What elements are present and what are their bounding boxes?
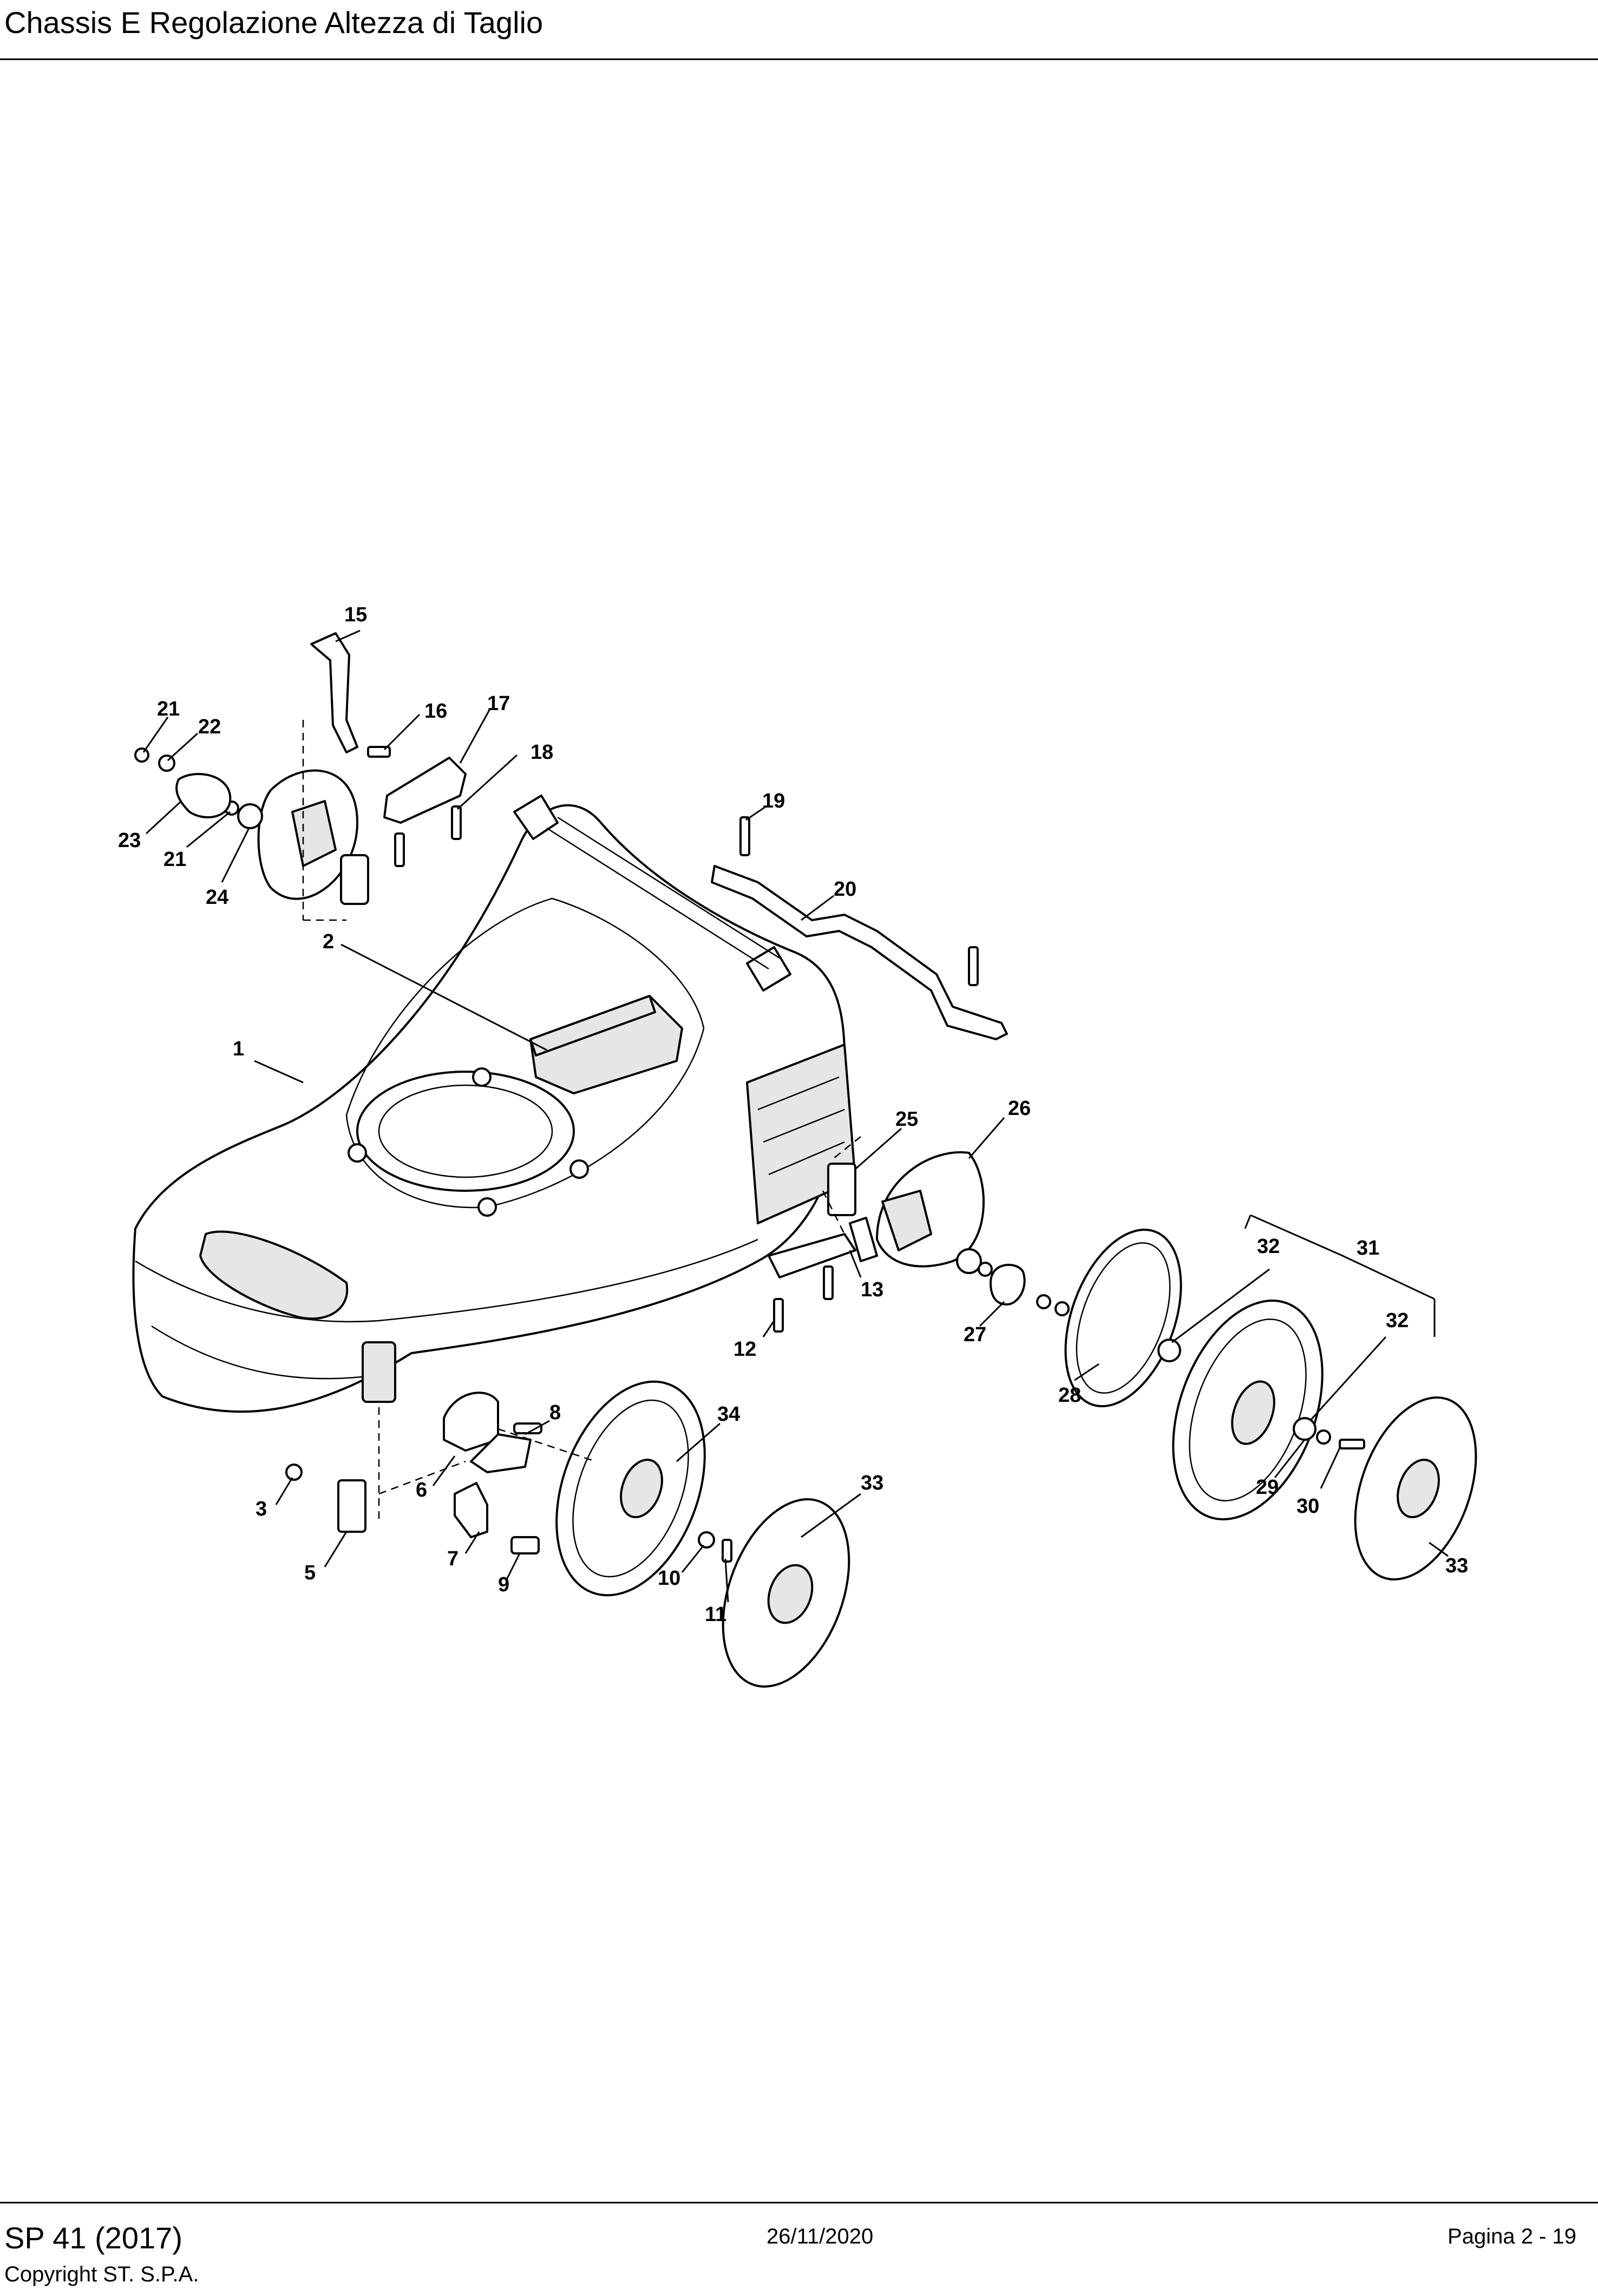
- callout-11: 11: [705, 1603, 726, 1626]
- callout-26: 26: [1008, 1097, 1031, 1120]
- callout-18: 18: [531, 741, 553, 764]
- callout-2: 2: [323, 930, 334, 953]
- callout-21: 21: [157, 698, 180, 720]
- callout-7: 7: [447, 1547, 459, 1570]
- leader-lines: [142, 629, 1449, 1603]
- callout-30: 30: [1296, 1495, 1319, 1518]
- callout-23: 23: [118, 829, 141, 852]
- header-divider: [0, 58, 1598, 60]
- callout-9: 9: [498, 1573, 509, 1596]
- callout-33: 33: [861, 1472, 883, 1494]
- callout-34: 34: [717, 1403, 740, 1426]
- callout-20: 19: [762, 790, 785, 812]
- callout-25: 25: [895, 1108, 918, 1131]
- callout-31: 31: [1357, 1237, 1379, 1259]
- callout-3: 3: [256, 1498, 267, 1520]
- copyright-text: Copyright ST. S.P.A.: [4, 2262, 199, 2286]
- callout-24: 24: [206, 886, 228, 909]
- callout-32b: 32: [1386, 1309, 1409, 1332]
- callout-labels: 1 2 3 5 6 7 8 9 10 11 12 13 15 16 17 18 …: [118, 603, 1468, 1626]
- callout-8: 8: [549, 1401, 561, 1424]
- callout-28: 28: [1058, 1384, 1081, 1407]
- callout-32: 32: [1257, 1235, 1280, 1258]
- page-title: Chassis E Regolazione Altezza di Taglio: [4, 5, 543, 40]
- callout-17: 17: [487, 692, 510, 715]
- callout-21b: 21: [163, 848, 186, 871]
- callout-15: 15: [344, 603, 367, 626]
- callout-5: 5: [304, 1562, 316, 1584]
- print-date: 26/11/2020: [767, 2225, 874, 2248]
- model-name: SP 41 (2017): [4, 2221, 182, 2255]
- callout-13: 13: [861, 1278, 883, 1301]
- callout-12: 12: [733, 1338, 756, 1361]
- page-number: Pagina 2 - 19: [1448, 2225, 1576, 2248]
- callout-27: 27: [964, 1323, 986, 1346]
- callout-33b: 33: [1445, 1554, 1468, 1577]
- footer-divider: [0, 2202, 1598, 2203]
- callout-1: 1: [233, 1038, 244, 1060]
- callout-10: 10: [658, 1567, 680, 1590]
- callout-29: 29: [1256, 1476, 1279, 1499]
- callout-19: 20: [834, 878, 856, 901]
- callout-6: 6: [416, 1479, 427, 1501]
- callout-22: 22: [198, 716, 221, 738]
- mower-deck: [132, 804, 856, 1413]
- callout-16: 16: [424, 700, 447, 723]
